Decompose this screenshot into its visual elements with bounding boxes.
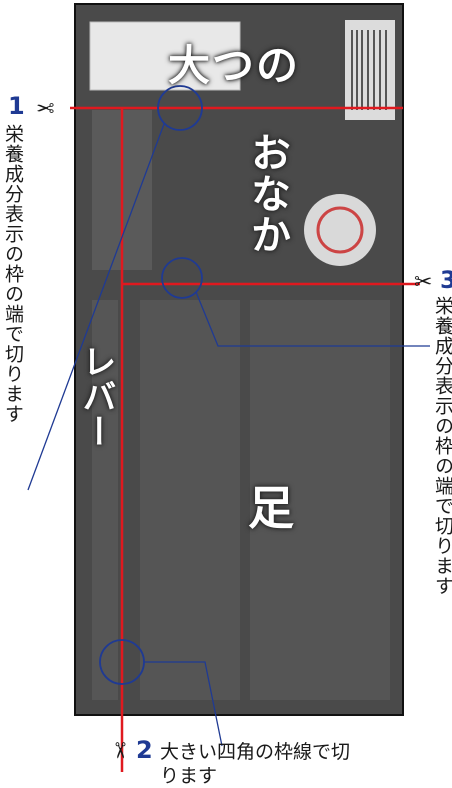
step-1-number: 1: [8, 92, 25, 120]
step-3-text: 栄養成分表示の枠の端で切ります: [432, 296, 452, 596]
guide-circle-3: [161, 257, 203, 299]
part-label-liver: レバー: [76, 344, 116, 449]
scissors-icon: ✂: [414, 270, 433, 295]
scissors-icon: ✂: [36, 94, 55, 119]
stamp-ring: [316, 206, 364, 254]
label-header-box: [89, 21, 241, 91]
leader-line-3: [195, 291, 430, 347]
stamp-mark: [304, 194, 376, 266]
part-label-feet: 足: [248, 481, 294, 535]
step-1-text: 栄養成分表示の枠の端で切ります: [2, 124, 24, 424]
scissors-icon: ✂: [106, 741, 132, 760]
step-3-number: 3: [440, 266, 452, 294]
part-label-top: 大つの: [168, 41, 301, 90]
step-2-number: 2: [136, 736, 153, 764]
leader-line-2: [144, 661, 223, 747]
part-label-stomach: おなか: [244, 132, 290, 255]
leader-line-1: [27, 123, 165, 491]
barcode: [351, 30, 387, 110]
guide-circle-1: [157, 85, 203, 131]
step-2-text: 大きい四角の枠線で切ります: [160, 741, 351, 787]
